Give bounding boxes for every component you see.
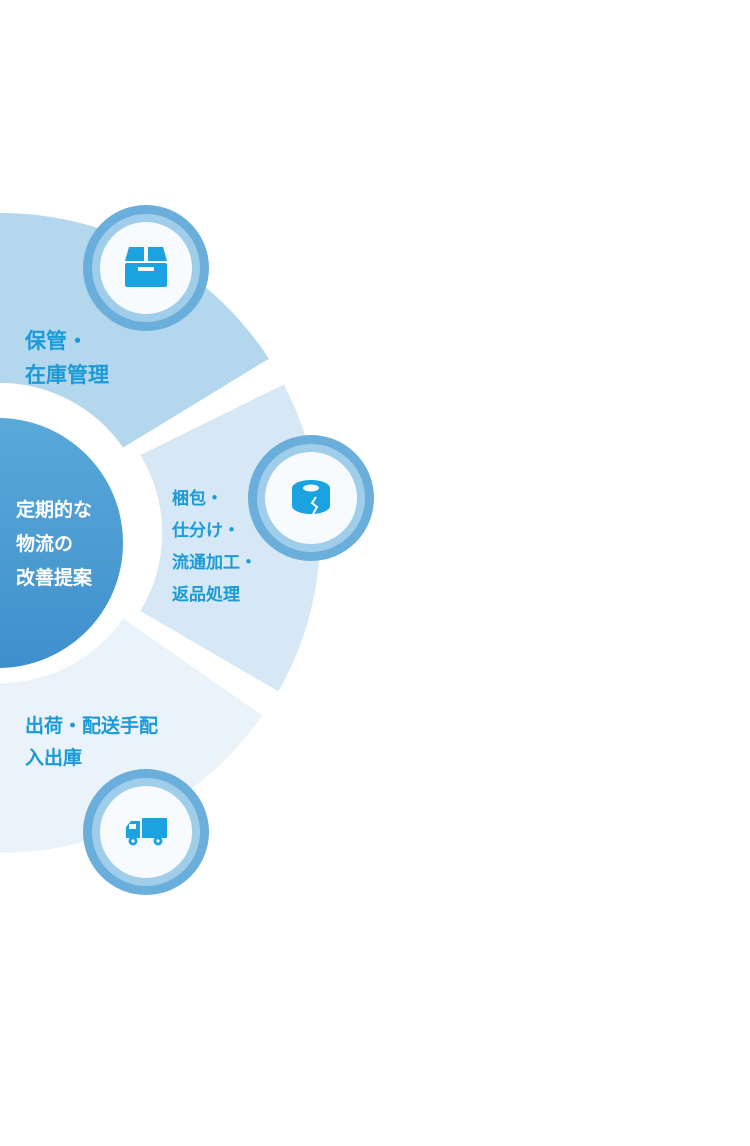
label-packing: 梱包・ 仕分け・ 流通加工・ 返品処理 [172,483,257,611]
label-packing-line: 流通加工・ [172,553,257,573]
label-packing-line: 仕分け・ [172,521,240,541]
label-storage: 保管・ 在庫管理 [25,324,109,392]
center-label-line: 改善提案 [16,567,93,589]
segment-shipping [0,618,263,853]
label-packing-line: 梱包・ [172,489,223,509]
center-label-line: 物流の [16,533,74,555]
tape-icon [292,480,330,515]
center-label-line: 定期的な [16,499,93,521]
label-storage-line: 保管・ [25,329,88,353]
center-hub [0,418,123,668]
badge-packing [248,435,374,561]
badge-storage [83,205,209,331]
segment-storage [0,213,269,448]
label-shipping-line: 入出庫 [25,747,83,769]
label-shipping-line: 出荷・配送手配 [25,715,159,737]
box-icon [125,247,167,287]
label-shipping: 出荷・配送手配 入出庫 [25,710,158,774]
badge-shipping [83,769,209,895]
label-storage-line: 在庫管理 [25,363,109,387]
truck-icon [126,818,167,846]
label-packing-line: 返品処理 [172,585,240,605]
center-label: 定期的な 物流の 改善提案 [16,493,92,595]
